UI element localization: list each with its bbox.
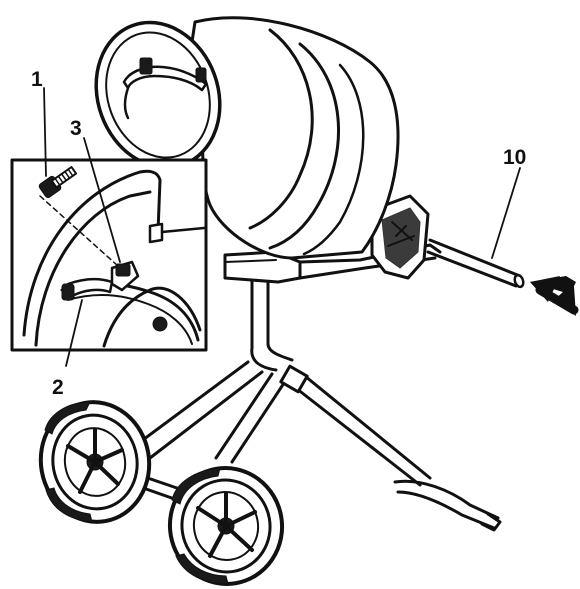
callout-part-3: 3 [70,117,82,140]
callout-part-10: 10 [503,146,526,169]
handle-bar [426,238,525,289]
callout-part-2: 2 [52,376,64,399]
callout-part-1: 1 [31,68,43,91]
leader-lines [43,87,521,367]
wheel-left [38,400,152,524]
wheel-right [167,466,285,586]
detail-inset [10,158,208,352]
arrow-icon [530,276,579,316]
mixer-drum [94,16,400,260]
gear-box [370,194,430,280]
